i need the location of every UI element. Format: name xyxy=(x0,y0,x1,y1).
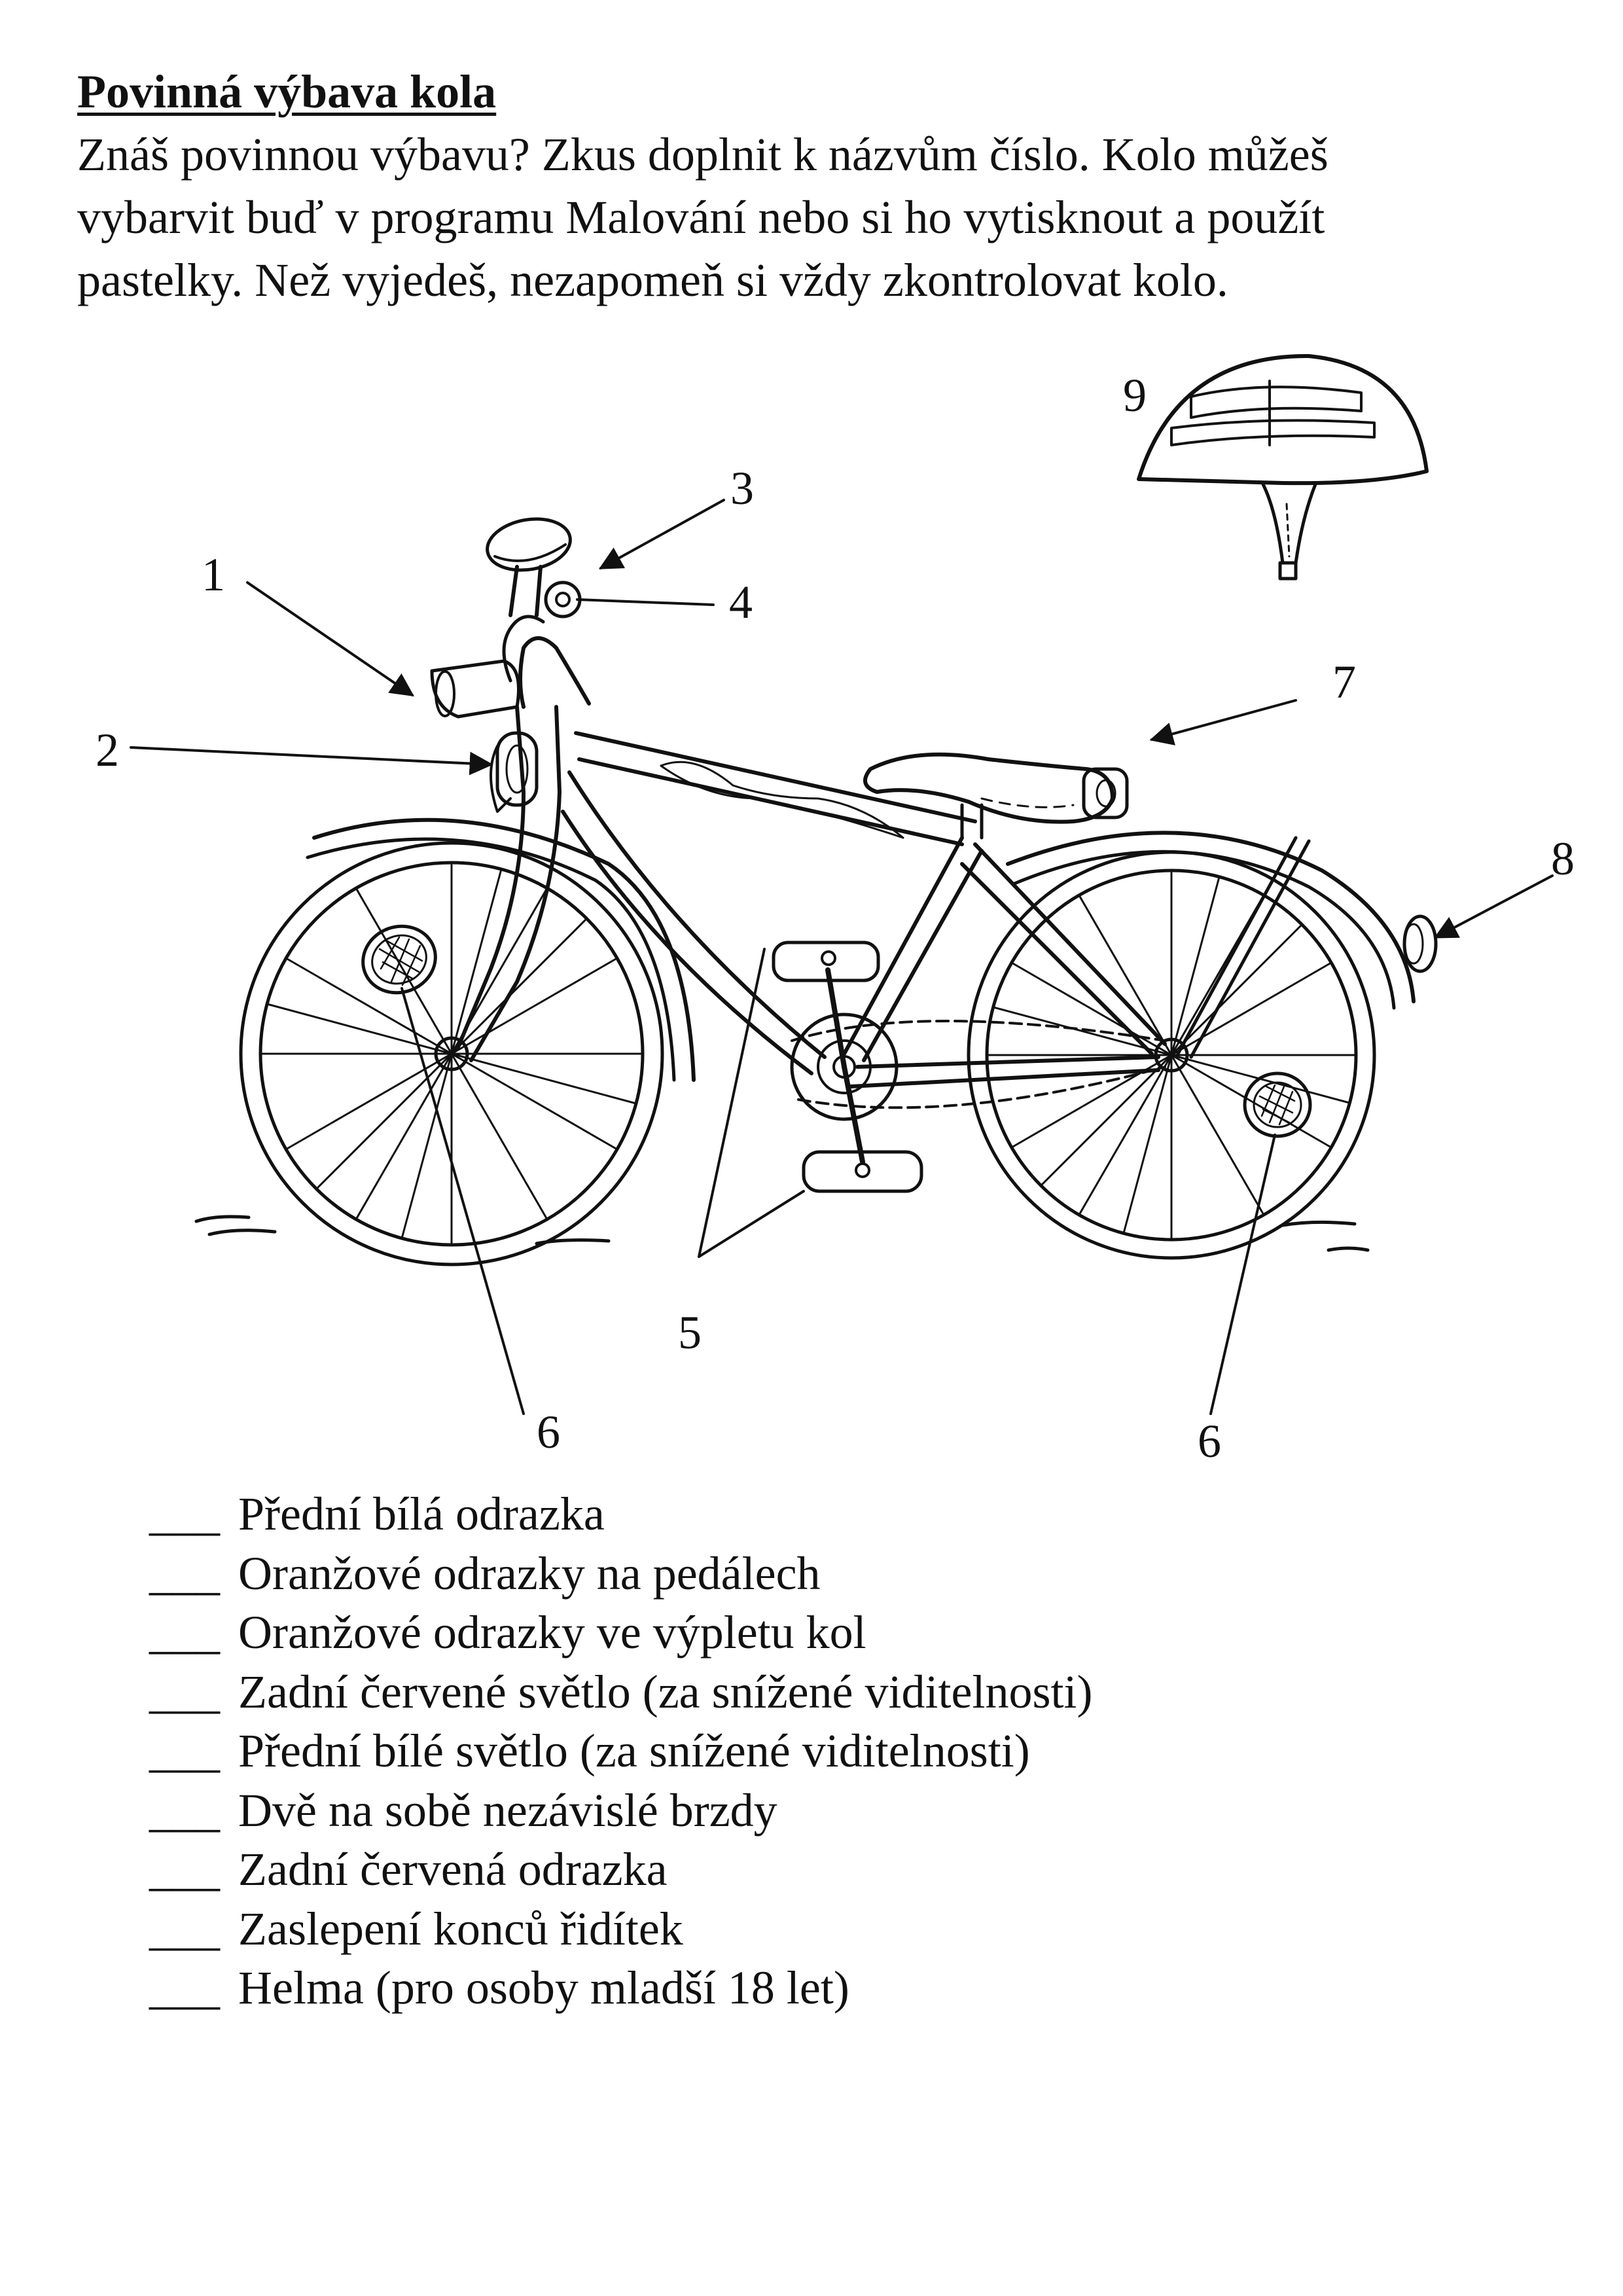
checklist-item: ___ Oranžové odrazky na pedálech xyxy=(149,1544,1093,1604)
checklist-item: ___ Zadní červené světlo (za snížené vid… xyxy=(149,1662,1093,1722)
checklist-item-label: Zaslepení konců řidítek xyxy=(238,1902,683,1955)
callout-9: 9 xyxy=(1123,369,1147,422)
checklist-item: ___ Přední bílá odrazka xyxy=(149,1484,1093,1544)
answer-blank[interactable]: ___ xyxy=(149,1665,220,1718)
answer-blank[interactable]: ___ xyxy=(149,1725,220,1777)
bicycle-frame xyxy=(456,705,1311,1088)
checklist-item: ___ Zadní červená odrazka xyxy=(149,1840,1093,1899)
handlebar-assembly xyxy=(430,517,591,813)
callout-2: 2 xyxy=(96,724,119,776)
saddle xyxy=(863,752,1129,840)
instructions-line-3: pastelky. Než vyjedeš, nezapomeň si vždy… xyxy=(77,254,1228,306)
checklist-item: ___ Přední bílé světlo (za snížené vidit… xyxy=(149,1721,1093,1781)
instructions: Znáš povinnou výbavu? Zkus doplnit k náz… xyxy=(77,123,1582,312)
rear-spoke-reflector xyxy=(1243,1071,1312,1138)
checklist-item: ___ Zaslepení konců řidítek xyxy=(149,1899,1093,1959)
pedals xyxy=(772,941,923,1193)
checklist-item: ___ Dvě na sobě nezávislé brzdy xyxy=(149,1781,1093,1840)
callout-1: 1 xyxy=(202,548,225,601)
rear-wheel xyxy=(967,831,1416,1260)
bicycle-illustration: 1 2 3 4 5 6 6 7 8 9 xyxy=(0,340,1623,1505)
checklist-item-label: Dvě na sobě nezávislé brzdy xyxy=(238,1784,777,1837)
checklist-item: ___ Helma (pro osoby mladší 18 let) xyxy=(149,1958,1093,2018)
ground-marks xyxy=(194,1215,1370,1252)
callout-8: 8 xyxy=(1551,833,1575,885)
callout-6-rear: 6 xyxy=(1198,1415,1221,1467)
answer-blank[interactable]: ___ xyxy=(149,1784,220,1837)
answer-blank[interactable]: ___ xyxy=(149,1902,220,1955)
checklist-item-label: Helma (pro osoby mladší 18 let) xyxy=(238,1962,849,2014)
answer-blank[interactable]: ___ xyxy=(149,1962,220,2014)
drivetrain xyxy=(790,967,1166,1164)
instructions-line-2: vybarvit buď v programu Malování nebo si… xyxy=(77,191,1325,243)
checklist-item-label: Oranžové odrazky ve výpletu kol xyxy=(238,1606,866,1659)
checklist-item-label: Přední bílé světlo (za snížené viditelno… xyxy=(238,1725,1030,1777)
callout-4: 4 xyxy=(729,576,753,628)
answer-blank[interactable]: ___ xyxy=(149,1606,220,1659)
callout-7: 7 xyxy=(1332,656,1356,708)
bicycle-drawing: 1 2 3 4 5 6 6 7 8 9 xyxy=(96,353,1575,1467)
front-spoke-reflector xyxy=(361,924,437,995)
checklist-item-label: Oranžové odrazky na pedálech xyxy=(238,1547,821,1600)
checklist-item-label: Přední bílá odrazka xyxy=(238,1488,605,1540)
callout-3: 3 xyxy=(730,462,754,514)
equipment-checklist: ___ Přední bílá odrazka ___ Oranžové odr… xyxy=(149,1484,1093,2018)
checklist-item-label: Zadní červené světlo (za snížené viditel… xyxy=(238,1665,1093,1718)
callout-6-front: 6 xyxy=(537,1406,560,1458)
answer-blank[interactable]: ___ xyxy=(149,1843,220,1895)
worksheet-title: Povinná výbava kola xyxy=(77,65,497,118)
rear-light xyxy=(1402,914,1438,973)
checklist-item: ___ Oranžové odrazky ve výpletu kol xyxy=(149,1603,1093,1662)
answer-blank[interactable]: ___ xyxy=(149,1488,220,1540)
instructions-line-1: Znáš povinnou výbavu? Zkus doplnit k náz… xyxy=(77,128,1329,181)
helmet xyxy=(1137,353,1429,581)
callout-5: 5 xyxy=(678,1306,702,1359)
callout-arrows xyxy=(130,499,1554,1415)
front-wheel xyxy=(239,817,696,1266)
checklist-item-label: Zadní červená odrazka xyxy=(238,1843,668,1895)
answer-blank[interactable]: ___ xyxy=(149,1547,220,1600)
